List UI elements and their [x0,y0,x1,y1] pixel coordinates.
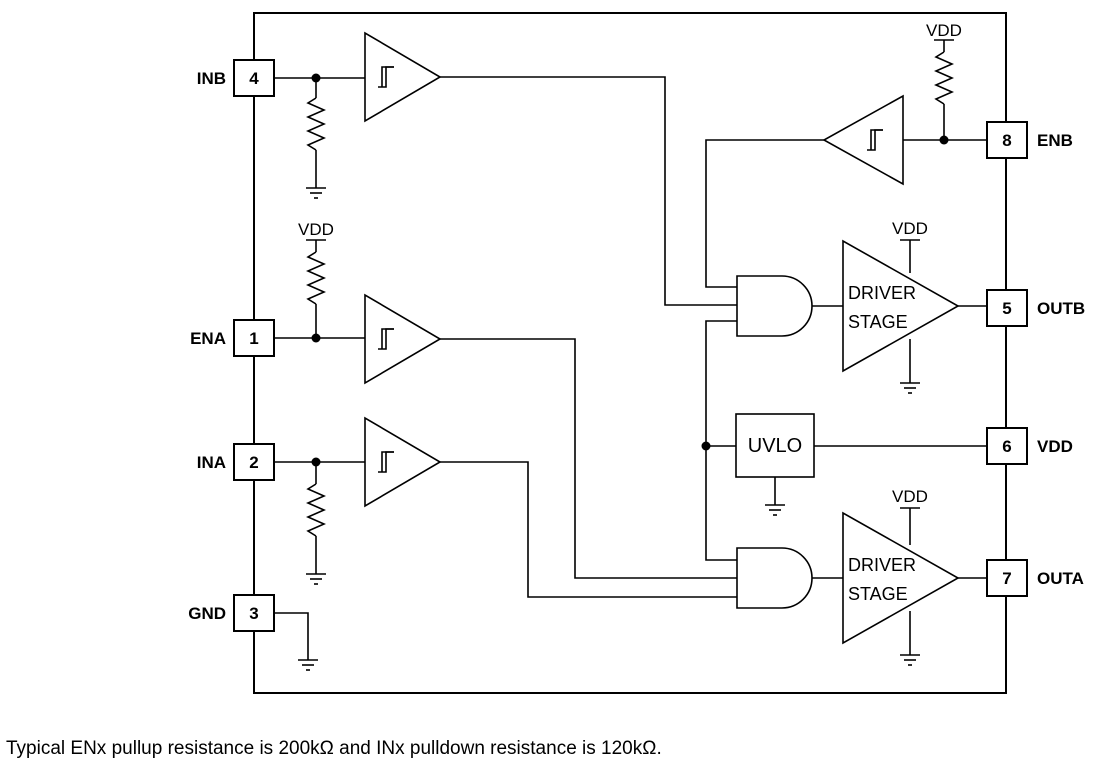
pin-6-vdd: 6 VDD [986,427,1073,465]
gnd-connection [274,612,318,671]
pullup-resistor [306,251,326,305]
pin-number: 3 [249,604,258,623]
pin-8-enb: 8 ENB [986,121,1073,159]
inb-input-network [274,73,365,199]
pin-4-inb: 4 INB [197,59,275,97]
schmitt-trigger-icon [378,451,394,473]
driver-label-line1: DRIVER [848,555,916,575]
pin-1-ena: 1 ENA [190,319,275,357]
pin-name: GND [188,604,226,623]
ena-schmitt-buffer [364,293,442,385]
schmitt-trigger-icon [867,129,883,151]
driver-label-line2: STAGE [848,312,908,332]
pulldown-resistor [306,483,326,537]
ground-icon [765,504,785,516]
vdd-label: VDD [298,220,334,239]
ina-wire [440,461,737,598]
ground-icon [306,187,326,199]
ground-icon [900,382,920,394]
schmitt-trigger-icon [378,328,394,350]
footnote-caption: Typical ENx pullup resistance is 200kΩ a… [6,738,662,759]
pullup-resistor [934,51,954,105]
pin-number: 5 [1002,299,1011,318]
schmitt-trigger-icon [378,66,394,88]
vdd-label: VDD [926,21,962,40]
vdd-label: VDD [892,487,928,506]
pin-7-outa: 7 OUTA [986,559,1084,597]
uvlo-label: UVLO [748,435,802,457]
pin-5-outb: 5 OUTB [986,289,1085,327]
pin-3-gnd: 3 GND [188,594,275,632]
pin-name: INA [197,453,226,472]
and-gate-b [736,275,813,337]
enb-schmitt-buffer [822,94,904,186]
pin-name: VDD [1037,437,1073,456]
pin-number: 7 [1002,569,1011,588]
pin-name: OUTA [1037,569,1084,588]
driver-stage-b: DRIVER STAGE VDD [842,219,960,394]
enb-input-network: VDD [903,21,987,145]
ground-icon [306,573,326,585]
pin-name: ENA [190,329,226,348]
driver-label-line1: DRIVER [848,283,916,303]
ena-input-network: VDD [274,220,365,343]
ground-icon [298,659,318,671]
pin-number: 1 [249,329,258,348]
pin-number: 6 [1002,437,1011,456]
pulldown-resistor [306,97,326,151]
pin-number: 8 [1002,131,1011,150]
driver-label-line2: STAGE [848,584,908,604]
pin-number: 2 [249,453,258,472]
pin-name: ENB [1037,131,1073,150]
ina-input-network [274,457,365,585]
uvlo-block: UVLO [701,320,987,561]
pin-number: 4 [249,69,259,88]
driver-stage-a: DRIVER STAGE VDD [842,487,960,666]
pin-name: OUTB [1037,299,1085,318]
ina-schmitt-buffer [364,416,442,508]
enb-wire [705,139,824,288]
ground-icon [900,654,920,666]
ena-wire [440,338,737,579]
and-gate-a [736,547,813,609]
vdd-label: VDD [892,219,928,238]
pin-name: INB [197,69,226,88]
inb-schmitt-buffer [364,31,442,123]
inb-wire [440,76,737,306]
pin-2-ina: 2 INA [197,443,275,481]
